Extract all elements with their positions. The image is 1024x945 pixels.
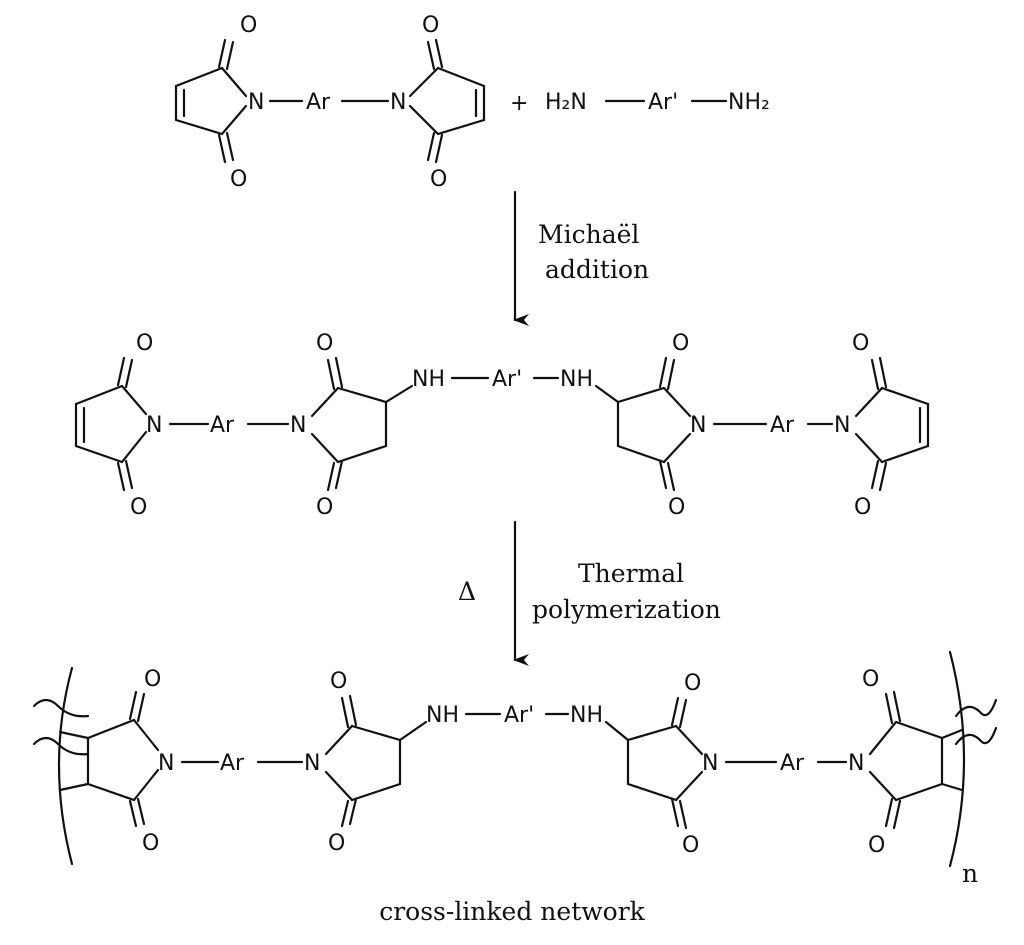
- oxygen-atom-label: O: [240, 13, 257, 38]
- oxygen-atom-label: O: [130, 495, 147, 520]
- oxygen-atom-label: O: [862, 667, 879, 692]
- oxygen-atom-label: O: [144, 667, 161, 692]
- heat-symbol: Δ: [458, 577, 476, 606]
- nitrogen-atom-label: N: [290, 413, 306, 438]
- oxygen-atom-label: O: [328, 831, 345, 856]
- repeat-subscript: n: [962, 859, 978, 888]
- oxygen-atom-label: O: [684, 671, 701, 696]
- nitrogen-atom-label: N: [390, 90, 406, 115]
- aryl-prime-label: Ar': [648, 90, 678, 115]
- oxygen-atom-label: O: [852, 331, 869, 356]
- oxygen-atom-label: O: [868, 833, 885, 858]
- aryl-label: Ar: [780, 751, 805, 776]
- aryl-label: Ar: [770, 413, 795, 438]
- amine-label: NH: [570, 703, 603, 728]
- oxygen-atom-label: O: [330, 669, 347, 694]
- oxygen-atom-label: O: [316, 331, 333, 356]
- oxygen-atom-label: O: [672, 331, 689, 356]
- oxygen-atom-label: O: [316, 495, 333, 520]
- amine-right-label: NH₂: [728, 90, 770, 115]
- oxygen-atom-label: O: [136, 331, 153, 356]
- amine-label: NH: [560, 367, 593, 392]
- nitrogen-atom-label: N: [834, 413, 850, 438]
- step1-label-line1: Michaël: [538, 220, 639, 249]
- aryl-label: Ar: [210, 413, 235, 438]
- amine-left-label: H₂N: [545, 90, 587, 115]
- michael-adduct: O O N Ar N O O NH Ar' NH O: [74, 331, 930, 520]
- aryl-label: Ar: [306, 90, 331, 115]
- aryl-label: Ar: [220, 751, 245, 776]
- right-bracket: [948, 650, 966, 868]
- oxygen-atom-label: O: [668, 495, 685, 520]
- oxygen-atom-label: O: [430, 167, 447, 192]
- oxygen-atom-label: O: [422, 13, 439, 38]
- left-bracket: [57, 666, 74, 866]
- diamine-reactant: H₂N Ar' NH₂: [545, 90, 770, 115]
- nitrogen-atom-label: N: [848, 751, 864, 776]
- nitrogen-atom-label: N: [690, 413, 706, 438]
- amine-label: NH: [412, 367, 445, 392]
- nitrogen-atom-label: N: [248, 90, 264, 115]
- amine-label: NH: [426, 703, 459, 728]
- oxygen-atom-label: O: [142, 831, 159, 856]
- plus-sign: +: [510, 91, 528, 116]
- oxygen-atom-label: O: [854, 495, 871, 520]
- step2-label-line1: Thermal: [578, 559, 684, 588]
- aryl-prime-label: Ar': [492, 367, 522, 392]
- step2-label-line2: polymerization: [532, 595, 721, 624]
- nitrogen-atom-label: N: [304, 751, 320, 776]
- polymer-repeat-unit: O O N Ar N O O NH Ar' NH O: [32, 650, 998, 888]
- oxygen-atom-label: O: [230, 167, 247, 192]
- bismaleimide-reactant: O O N Ar N O O: [174, 13, 486, 192]
- nitrogen-atom-label: N: [146, 413, 162, 438]
- step1-label-line2: addition: [545, 255, 649, 284]
- nitrogen-atom-label: N: [158, 751, 174, 776]
- aryl-prime-label: Ar': [504, 703, 534, 728]
- network-caption: cross-linked network: [379, 897, 645, 926]
- nitrogen-atom-label: N: [702, 751, 718, 776]
- oxygen-atom-label: O: [682, 833, 699, 858]
